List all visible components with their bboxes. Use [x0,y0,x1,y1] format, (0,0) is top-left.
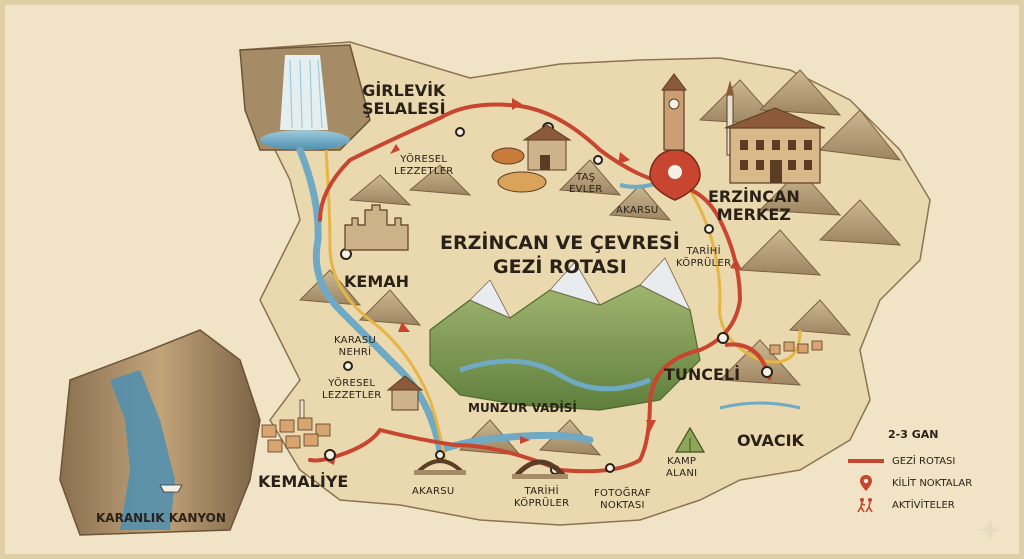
ovacik-village-icon [769,340,823,355]
hiker-icon [848,497,884,513]
map-title: ERZİNCAN VE ÇEVRESİ GEZİ ROTASI [440,232,680,280]
label-ovacik: OVACIK [737,431,804,450]
legend-key-points: KİLİT NOKTALAR [848,474,972,492]
munzur-river [459,358,651,392]
stone-house-icon [522,124,572,171]
legend-activities-label: AKTİVİTELER [892,499,955,511]
tour-route [308,102,743,474]
route-arrows [324,98,742,465]
label-akarsu-top: AKARSU [616,205,659,216]
village-icon [261,399,331,453]
castle-icon [344,204,409,251]
legend-route-label: GEZİ ROTASI [892,455,956,467]
legend-key-points-label: KİLİT NOKTALAR [892,477,973,489]
label-akarsu-bottom: AKARSU [412,486,455,497]
legend-heading: 2-3 GAN [888,428,939,441]
legend-route: GEZİ ROTASI [848,452,955,470]
boat-icon [159,484,183,493]
waterfall-icon [280,55,328,130]
food-icon [491,147,547,193]
munzur-valley-forest [429,284,701,411]
legend: 2-3 GAN GEZİ ROTASI KİLİT NOKTALAR AKTİV… [848,428,1008,528]
label-munzur-vadisi: MUNZUR VADİSİ [468,401,577,415]
historic-building-icon [724,107,826,184]
label-kemah: KEMAH [344,272,410,291]
waterfall-pool [260,130,350,150]
legend-activities: AKTİVİTELER [848,496,955,514]
karasu-river [296,146,594,455]
house-icon [386,375,424,411]
label-kemaliye: KEMALİYE [258,472,349,491]
map-title-line1: ERZİNCAN VE ÇEVRESİ [440,232,680,254]
tent-icon [674,426,706,453]
label-tunceli: TUNCELİ [664,365,741,384]
pin-icon [848,475,884,491]
arch-bridge-icon [512,459,568,479]
label-karanlik-kanyon: KARANLIK KANYON [96,511,226,525]
secondary-route [324,149,447,461]
canyon-river [110,370,175,530]
bridge-icon [414,459,466,475]
map-title-line2: GEZİ ROTASI [493,255,627,278]
corner-star-icon [978,520,1002,540]
clock-tower-icon [661,73,687,151]
